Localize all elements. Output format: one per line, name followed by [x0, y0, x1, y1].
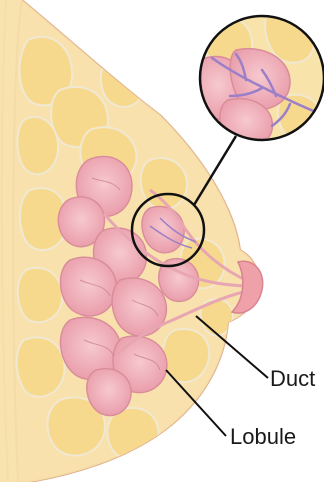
magnified-view	[190, 9, 324, 148]
lobule-label: Lobule	[230, 426, 296, 448]
duct-label: Duct	[270, 368, 315, 390]
